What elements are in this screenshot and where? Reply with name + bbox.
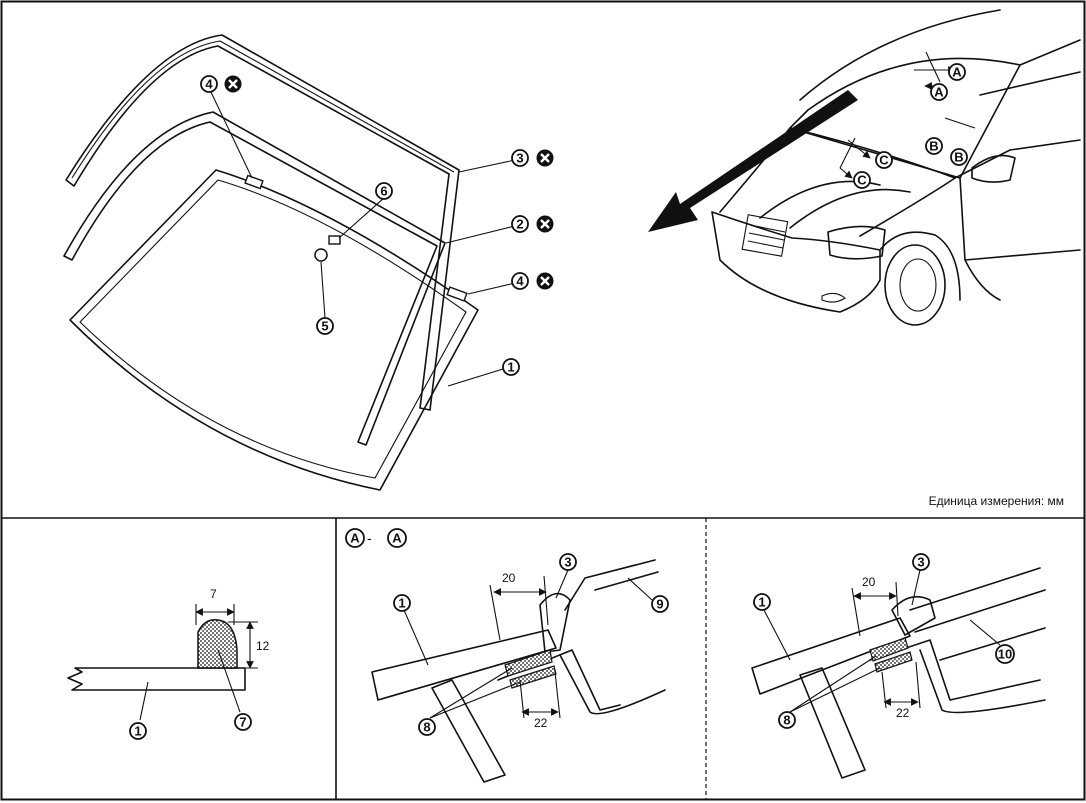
urethane-bead — [197, 619, 238, 669]
section-title: A - A — [345, 528, 407, 548]
front-fascia — [711, 211, 881, 313]
bead-detail: 7 12 1 7 — [67, 587, 270, 740]
hood-outline — [719, 127, 956, 237]
callout-7: 7 — [234, 713, 252, 731]
dim-bead-height: 12 — [256, 639, 270, 653]
svg-text:8: 8 — [423, 720, 430, 735]
grille — [741, 214, 789, 257]
side-body — [954, 139, 1081, 301]
sensor-part — [314, 248, 328, 262]
svg-text:B: B — [954, 150, 963, 165]
svg-text:A: A — [392, 531, 402, 546]
exploded-windshield-view: 4 3 2 4 6 5 1 — [63, 34, 554, 491]
grille-bars — [747, 224, 786, 249]
svg-text:4: 4 — [516, 274, 524, 289]
dim-aa-lower: 22 — [534, 716, 548, 730]
fog-lamp — [821, 292, 846, 303]
view-b-1: B — [925, 137, 943, 155]
svg-text:10: 10 — [998, 647, 1012, 662]
wheel-hub — [899, 258, 937, 312]
svg-text:9: 9 — [656, 597, 663, 612]
svg-text:3: 3 — [516, 151, 523, 166]
view-c-2: C — [853, 171, 871, 189]
view-a-2: A — [930, 83, 948, 101]
wheel-arch — [879, 231, 961, 301]
door-mirror — [971, 154, 1016, 183]
other-roof-panel — [909, 567, 1046, 661]
svg-text:4: 4 — [205, 77, 213, 92]
callout-1-bead: 1 — [129, 722, 147, 740]
windshield-glass — [69, 169, 479, 491]
svg-text:A: A — [350, 531, 360, 546]
roof-line — [799, 9, 1001, 101]
svg-text:A: A — [934, 85, 944, 100]
callout-8-aa: 8 — [418, 718, 436, 736]
section-other: 20 22 1 3 10 8 — [751, 553, 1046, 779]
callout-8-other: 8 — [778, 711, 796, 729]
svg-text:2: 2 — [516, 217, 523, 232]
dim-bead-width: 7 — [210, 587, 217, 601]
aa-adhesive — [504, 649, 553, 677]
svg-text:1: 1 — [758, 595, 765, 610]
callout-3: 3 — [511, 149, 554, 167]
aa-moulding — [539, 592, 571, 653]
callout-6: 6 — [375, 182, 393, 200]
unit-label: Единица измерения: мм — [928, 494, 1064, 508]
svg-text:1: 1 — [134, 724, 141, 739]
svg-text:7: 7 — [239, 715, 246, 730]
aa-glass — [371, 629, 557, 701]
glass-section — [67, 667, 246, 691]
hood-crease-2 — [789, 188, 911, 229]
clip-upper — [244, 174, 264, 190]
callout-1-aa: 1 — [393, 594, 411, 612]
callout-5: 5 — [316, 317, 334, 335]
callout-3-aa: 3 — [559, 553, 577, 571]
other-adhesive — [869, 637, 909, 662]
aa-body-panel — [431, 679, 506, 783]
view-c-1: C — [875, 151, 893, 169]
svg-text:3: 3 — [564, 555, 571, 570]
callout-1-other: 1 — [753, 593, 771, 611]
other-body-panel — [799, 667, 866, 779]
other-glass — [751, 617, 911, 695]
dim-other-lower: 22 — [896, 706, 910, 720]
callout-3-other: 3 — [912, 553, 930, 571]
svg-text:C: C — [857, 173, 867, 188]
svg-text:A: A — [952, 65, 962, 80]
bracket-part — [328, 235, 341, 245]
svg-text:6: 6 — [380, 184, 387, 199]
aa-roof-panel — [564, 559, 659, 611]
svg-text:-: - — [367, 530, 372, 546]
svg-text:C: C — [879, 153, 889, 168]
svg-text:3: 3 — [917, 555, 924, 570]
callout-1-top: 1 — [502, 358, 520, 376]
dim-other-upper: 20 — [862, 575, 876, 589]
svg-text:5: 5 — [321, 319, 328, 334]
clip-right — [446, 286, 468, 302]
callout-4-right: 4 — [511, 272, 554, 290]
headlamp — [827, 225, 886, 260]
a-pillar-rear — [979, 39, 1081, 96]
svg-text:B: B — [929, 139, 938, 154]
callout-9: 9 — [651, 595, 669, 613]
svg-text:8: 8 — [783, 713, 790, 728]
upper-moulding — [65, 34, 460, 411]
callout-10: 10 — [995, 644, 1015, 664]
view-b-2: B — [950, 148, 968, 166]
callout-2: 2 — [511, 215, 554, 233]
callout-4-top: 4 — [200, 75, 242, 93]
svg-text:1: 1 — [507, 360, 514, 375]
dim-aa-upper: 20 — [502, 571, 516, 585]
arrow-icon — [648, 90, 858, 232]
vehicle-view: A A B B C C — [648, 9, 1081, 326]
view-a-1: A — [948, 63, 966, 81]
front-wheel — [884, 244, 946, 326]
section-a-a: A - A 20 22 1 3 9 8 — [345, 528, 669, 783]
side-moulding — [63, 111, 446, 446]
svg-text:1: 1 — [398, 596, 405, 611]
